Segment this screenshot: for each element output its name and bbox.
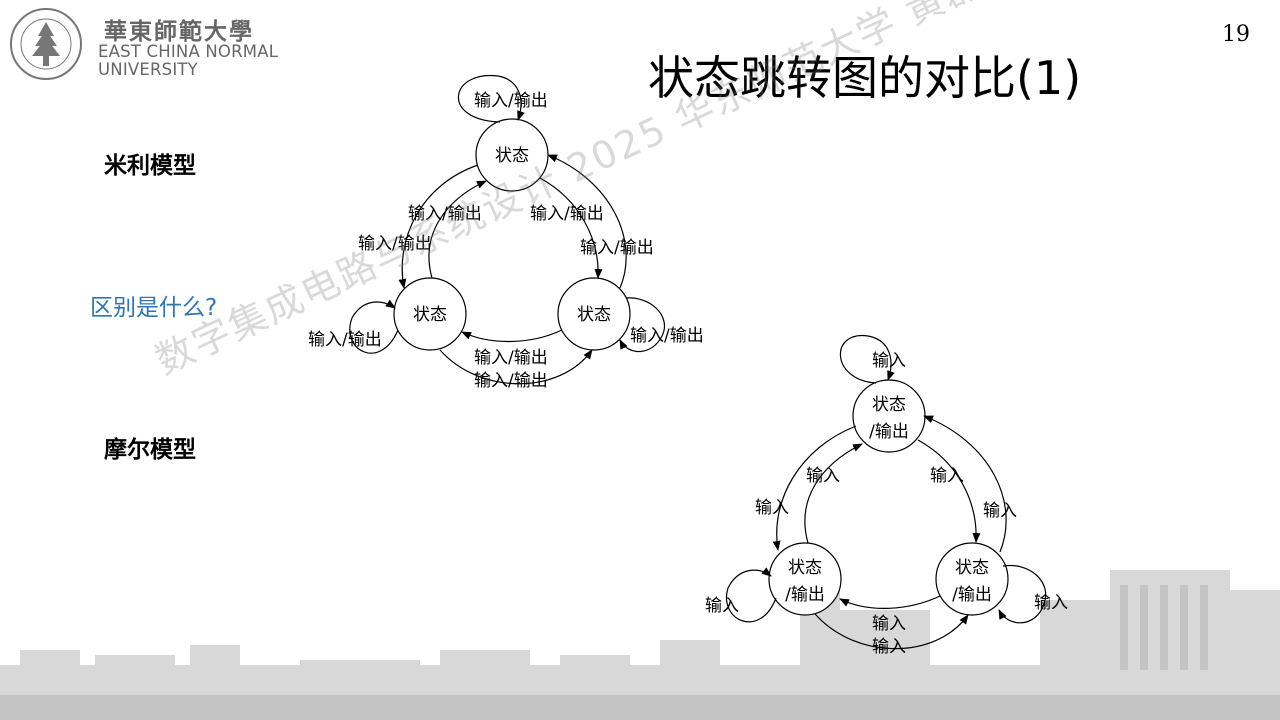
moore-state-right-line1: 状态 [955, 558, 989, 578]
mealy-edge-right-to-top-label: 输入/输出 [580, 238, 654, 258]
moore-edge-right-to-top [923, 415, 1007, 553]
university-seal-icon [10, 8, 82, 80]
mealy-state-left-label: 状态 [413, 305, 447, 325]
mealy-state-right-label: 状态 [577, 305, 611, 325]
mealy-edge-left-to-top [428, 180, 487, 279]
moore-state-left-line1: 状态 [788, 558, 822, 578]
moore-edge-right-to-left [839, 595, 941, 609]
moore-edge-top-to-right [917, 439, 981, 543]
mealy-self-loop-left-label: 输入/输出 [308, 330, 382, 350]
moore-edge-left-to-top-label: 输入 [806, 466, 840, 486]
mealy-self-loop-left [349, 299, 399, 354]
mealy-self-loop-top-label: 输入/输出 [474, 91, 548, 111]
moore-self-loop-right-label: 输入 [1034, 593, 1068, 613]
mealy-edge-right-to-top [547, 154, 627, 289]
moore-self-loop-left [725, 567, 777, 623]
mealy-state-top-label: 状态 [495, 146, 529, 166]
mealy-edge-left-to-right [439, 349, 593, 385]
mealy-state-right [557, 277, 631, 351]
moore-state-top-line1: 状态 [872, 395, 906, 415]
moore-state-left [768, 542, 842, 616]
mealy-self-loop-right [619, 297, 665, 353]
moore-model-label: 摩尔模型 [104, 437, 196, 463]
mealy-edge-right-to-left-label: 输入/输出 [474, 348, 548, 368]
slide-title: 状态跳转图的对比(1) [648, 51, 1082, 105]
mealy-edge-top-to-left [398, 164, 479, 289]
page-number: 19 [1222, 22, 1250, 47]
moore-state-right-line2: /输出 [952, 585, 992, 605]
moore-edge-right-to-left-label: 输入 [872, 614, 906, 634]
moore-self-loop-top [839, 335, 895, 384]
moore-edge-left-to-right-label: 输入 [872, 637, 906, 657]
question-text: 区别是什么? [90, 295, 218, 321]
moore-edge-top-to-left [772, 425, 857, 551]
mealy-self-loop-right-label: 输入/输出 [630, 326, 704, 346]
moore-state-right [935, 542, 1009, 616]
mealy-edge-top-to-right [539, 177, 603, 279]
moore-self-loop-right [998, 564, 1047, 624]
moore-state-top-line2: /输出 [869, 422, 909, 442]
mealy-model-label: 米利模型 [104, 153, 196, 179]
mealy-edge-right-to-left [461, 329, 563, 343]
moore-self-loop-top-label: 输入 [872, 351, 906, 371]
logo-chinese-name: 華東師範大學 [104, 18, 254, 45]
logo-english-line2: UNIVERSITY [98, 60, 198, 79]
moore-edge-top-to-right-label: 输入 [930, 466, 964, 486]
mealy-edge-top-to-right-label: 输入/输出 [530, 204, 604, 224]
moore-edge-left-to-top [804, 443, 863, 544]
moore-edge-top-to-left-label: 输入 [755, 498, 789, 518]
logo-english-line1: EAST CHINA NORMAL [98, 42, 279, 61]
moore-state-left-line2: /输出 [785, 585, 825, 605]
moore-edge-left-to-right [814, 613, 969, 650]
mealy-edge-top-to-left-label: 输入/输出 [358, 234, 432, 254]
university-logo: 華東師範大學 EAST CHINA NORMAL UNIVERSITY [8, 6, 298, 84]
moore-edge-right-to-top-label: 输入 [983, 501, 1017, 521]
mealy-self-loop-top [457, 74, 525, 123]
mealy-state-left [393, 277, 467, 351]
moore-self-loop-left-label: 输入 [705, 596, 739, 616]
mealy-edge-left-to-top-label: 输入/输出 [408, 204, 482, 224]
mealy-edge-left-to-right-label: 输入/输出 [474, 371, 548, 391]
